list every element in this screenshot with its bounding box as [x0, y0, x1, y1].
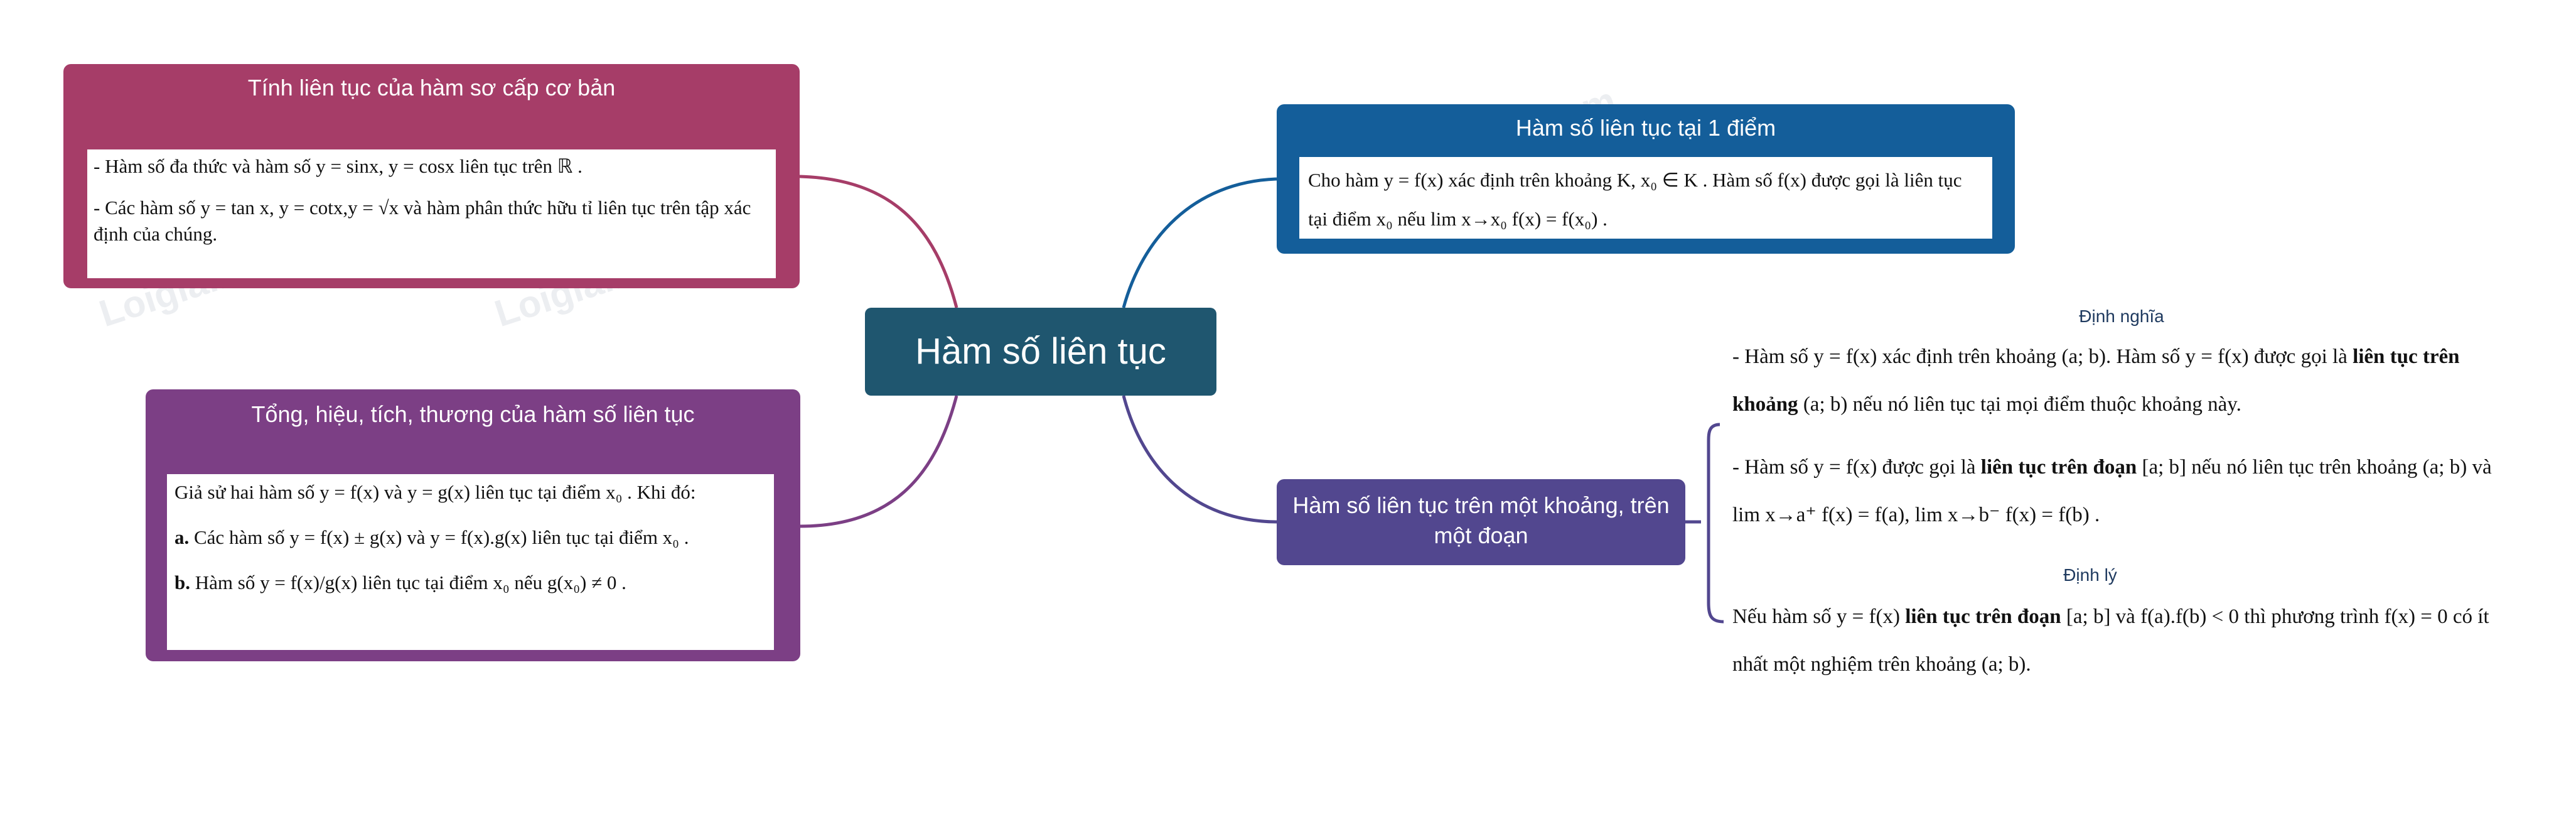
definition-text-part: - Hàm số y = f(x) được gọi là	[1732, 456, 1981, 479]
connector-top-right	[1122, 177, 1277, 308]
theorem-text: Nếu hàm số y = f(x) liên tục trên đoạn […	[1732, 593, 2517, 688]
definition-text-part: [a; b] nếu nó liên tục trên khoảng (a; b…	[1732, 456, 2492, 526]
content-line-text: Giả sử hai hàm số y = f(x) và y = g(x) l…	[174, 481, 696, 503]
theorem-text-part: Nếu hàm số y = f(x)	[1732, 605, 1906, 628]
definition-text-bold: liên tục trên đoạn	[1980, 456, 2137, 479]
content-line: - Hàm số đa thức và hàm số y = sinx, y =…	[94, 155, 582, 177]
definition-text-2: - Hàm số y = f(x) được gọi là liên tục t…	[1732, 443, 2517, 539]
connector-bottom-right	[1122, 395, 1277, 524]
content-line-text: Các hàm số y = f(x) ± g(x) và y = f(x).g…	[194, 526, 689, 548]
connector-right-bracket	[1685, 423, 1724, 624]
connector-top-left	[799, 175, 958, 308]
content-line-text: Hàm số y = f(x)/g(x) liên tục tại điểm x…	[195, 571, 626, 593]
content-line: b. Hàm số y = f(x)/g(x) liên tục tại điể…	[174, 570, 766, 596]
topic-title: Hàm số liên tục trên một khoảng, trên mộ…	[1292, 492, 1670, 548]
topic-title: Hàm số liên tục tại 1 điểm	[1515, 115, 1776, 141]
content-line: Cho hàm y = f(x) xác định trên khoảng K,…	[1308, 169, 1962, 230]
content-line: - Các hàm số y = tan x, y = cotx,y = √x …	[94, 197, 751, 245]
topic-node-continuity-at-point[interactable]: Hàm số liên tục tại 1 điểm Cho hàm y = f…	[1277, 104, 2015, 254]
definition-heading: Định nghĩa	[2079, 306, 2164, 326]
topic-node-interval-continuity[interactable]: Hàm số liên tục trên một khoảng, trên mộ…	[1277, 479, 1685, 565]
theorem-text-bold: liên tục trên đoạn	[1905, 605, 2061, 628]
topic-content: Giả sử hai hàm số y = f(x) và y = g(x) l…	[167, 474, 774, 650]
definition-text-1: - Hàm số y = f(x) xác định trên khoảng (…	[1732, 333, 2517, 428]
definition-text-bold: liên tục trên khoảng	[1732, 345, 2460, 416]
theorem-heading: Định lý	[2063, 565, 2117, 585]
topic-title: Tính liên tục của hàm sơ cấp cơ bản	[247, 75, 616, 100]
topic-title: Tổng, hiệu, tích, thương của hàm số liên…	[251, 401, 695, 427]
content-line-prefix: b.	[174, 571, 190, 593]
central-topic-node[interactable]: Hàm số liên tục	[865, 308, 1216, 396]
topic-node-elementary-functions[interactable]: Tính liên tục của hàm sơ cấp cơ bản - Hà…	[63, 64, 800, 288]
definition-text-part: (a; b) nếu nó liên tục tại mọi điểm thuộ…	[1798, 393, 2241, 416]
topic-content: Cho hàm y = f(x) xác định trên khoảng K,…	[1299, 157, 1992, 239]
content-line: Giả sử hai hàm số y = f(x) và y = g(x) l…	[174, 479, 766, 506]
theorem-text-part: [a; b] và f(a).f(b) < 0 thì phương trình…	[1732, 605, 2489, 676]
connector-bottom-left	[799, 395, 958, 528]
content-line-prefix: a.	[174, 526, 190, 548]
content-line: a. Các hàm số y = f(x) ± g(x) và y = f(x…	[174, 524, 766, 551]
central-topic-title: Hàm số liên tục	[915, 331, 1166, 372]
topic-node-operations[interactable]: Tổng, hiệu, tích, thương của hàm số liên…	[146, 389, 800, 661]
definition-text-part: - Hàm số y = f(x) xác định trên khoảng (…	[1732, 345, 2353, 368]
topic-content: - Hàm số đa thức và hàm số y = sinx, y =…	[87, 149, 776, 278]
